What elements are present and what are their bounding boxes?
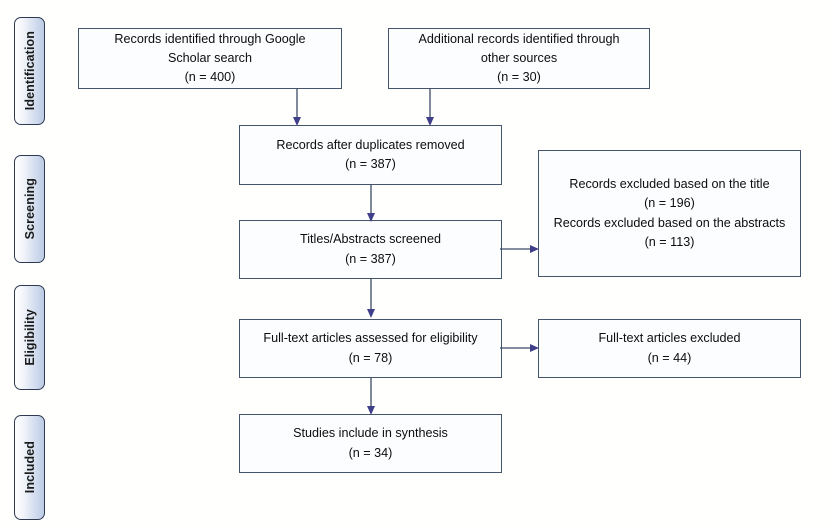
stage-tab-eligibility-label: Eligibility	[22, 309, 37, 366]
box-records-identified: Records identified through Google Schola…	[78, 28, 342, 89]
stage-tab-eligibility: Eligibility	[14, 285, 45, 390]
box-studies-included: Studies include in synthesis (n = 34)	[239, 414, 502, 473]
box-duplicates-removed-text: Records after duplicates removed (n = 38…	[276, 137, 465, 171]
box-duplicates-removed: Records after duplicates removed (n = 38…	[239, 125, 502, 185]
box-records-excluded-text: Records excluded based on the title (n =…	[553, 177, 786, 249]
box-additional-records-text: Additional records identified through ot…	[418, 31, 620, 85]
box-records-excluded: Records excluded based on the title (n =…	[538, 150, 801, 277]
arrow-duplicates-to-titles-screened	[367, 184, 375, 222]
box-titles-abstracts-screened: Titles/Abstracts screened (n = 387)	[239, 220, 502, 279]
stage-tab-included: Included	[14, 415, 45, 520]
stage-tab-screening-label: Screening	[22, 178, 37, 240]
arrow-records-identified-to-duplicates	[293, 88, 301, 126]
box-fulltext-assessed: Full-text articles assessed for eligibil…	[239, 319, 502, 378]
box-fulltext-excluded: Full-text articles excluded (n = 44)	[538, 319, 801, 378]
arrow-titles-screened-to-records-excluded	[500, 245, 539, 253]
box-records-identified-text: Records identified through Google Schola…	[114, 31, 306, 85]
box-fulltext-excluded-text: Full-text articles excluded (n = 44)	[598, 331, 741, 365]
stage-tab-included-label: Included	[22, 441, 37, 494]
arrow-titles-screened-to-fulltext-assessed	[367, 278, 375, 318]
arrow-fulltext-assessed-to-studies-included	[367, 377, 375, 415]
stage-tab-identification: Identification	[14, 17, 45, 125]
arrow-fulltext-assessed-to-fulltext-excluded	[500, 344, 539, 352]
box-titles-abstracts-screened-text: Titles/Abstracts screened (n = 387)	[300, 232, 441, 266]
box-studies-included-text: Studies include in synthesis (n = 34)	[293, 426, 448, 460]
box-additional-records: Additional records identified through ot…	[388, 28, 650, 89]
stage-tab-identification-label: Identification	[22, 31, 37, 111]
box-fulltext-assessed-text: Full-text articles assessed for eligibil…	[263, 331, 478, 365]
stage-tab-screening: Screening	[14, 155, 45, 263]
arrow-additional-records-to-duplicates	[426, 88, 434, 126]
